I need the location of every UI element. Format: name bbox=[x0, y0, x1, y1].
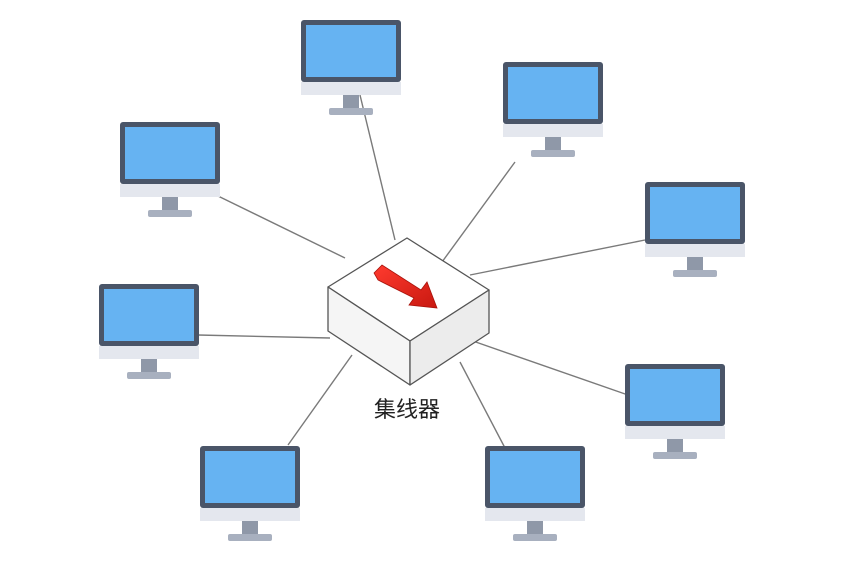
hub-box bbox=[327, 237, 490, 386]
link-bottom-left bbox=[287, 354, 353, 446]
computer-right bbox=[645, 182, 745, 277]
network-links bbox=[197, 94, 646, 449]
hub-label: 集线器 bbox=[373, 398, 440, 423]
computer-lower-right bbox=[625, 364, 725, 459]
computer-bottom-left bbox=[200, 446, 300, 541]
link-upper-left bbox=[217, 195, 346, 259]
computer-upper-left bbox=[120, 122, 220, 217]
hub-right-face bbox=[409, 289, 490, 386]
link-bottom-right bbox=[459, 361, 506, 449]
link-right bbox=[469, 239, 646, 276]
computer-top-right bbox=[503, 62, 603, 157]
computer-bottom-right bbox=[485, 446, 585, 541]
link-top bbox=[359, 94, 396, 241]
arrow-icon bbox=[373, 264, 438, 309]
link-lower-right bbox=[469, 339, 629, 396]
computer-top bbox=[301, 20, 401, 115]
computer-left bbox=[99, 284, 199, 379]
link-left bbox=[197, 334, 331, 339]
link-top-right bbox=[441, 161, 516, 263]
